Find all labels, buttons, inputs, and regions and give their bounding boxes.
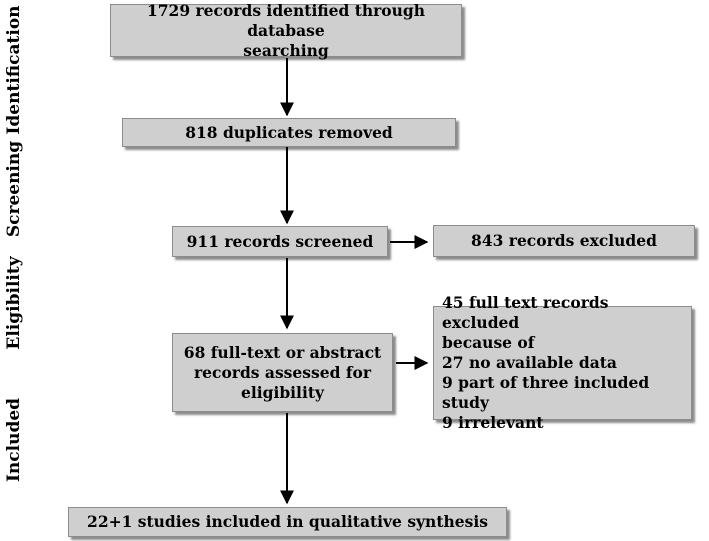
box-records-excluded-text: 843 records excluded xyxy=(471,231,657,250)
box-records-assessed: 68 full-text or abstract records assesse… xyxy=(172,333,393,412)
box-records-excluded: 843 records excluded xyxy=(433,225,695,257)
box-fulltext-excluded: 45 full text records excluded because of… xyxy=(433,293,692,432)
box-records-identified: 1729 records identified through database… xyxy=(110,1,462,60)
box-studies-included: 22+1 studies included in qualitative syn… xyxy=(68,507,507,537)
box-records-screened: 911 records screened xyxy=(172,226,388,257)
box-studies-included-text: 22+1 studies included in qualitative syn… xyxy=(87,512,488,531)
box-records-identified-text: 1729 records identified through database… xyxy=(146,0,426,60)
box-duplicates-removed: 818 duplicates removed xyxy=(122,118,456,147)
box-records-assessed-text: 68 full-text or abstract records assesse… xyxy=(183,342,382,402)
box-records-screened-text: 911 records screened xyxy=(186,231,374,251)
box-fulltext-excluded-text: 45 full text records excluded because of… xyxy=(442,293,650,432)
box-duplicates-removed-text: 818 duplicates removed xyxy=(185,122,393,142)
